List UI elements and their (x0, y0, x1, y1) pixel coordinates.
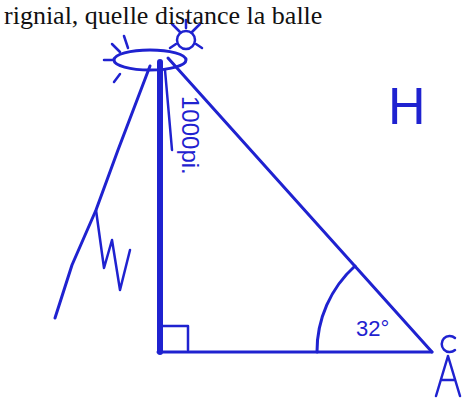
angle-arc (317, 266, 355, 352)
observer-figure (436, 356, 460, 396)
base-line (158, 351, 432, 354)
observer-head (442, 336, 455, 352)
document-text: rignial, quelle distance la balle (4, 3, 322, 29)
mountain-slope (165, 70, 172, 150)
mountain-detail (96, 210, 130, 290)
height-line (157, 62, 163, 352)
mountain-slope (55, 66, 150, 318)
hypotenuse-line (168, 58, 432, 352)
height-dimension: 1000pi. (178, 96, 202, 175)
halo-rays (104, 36, 128, 82)
angle-label: 32° (356, 318, 389, 340)
right-angle-mark (163, 326, 188, 350)
hypotenuse-label: H (388, 80, 426, 132)
sun-symbol (177, 31, 195, 49)
